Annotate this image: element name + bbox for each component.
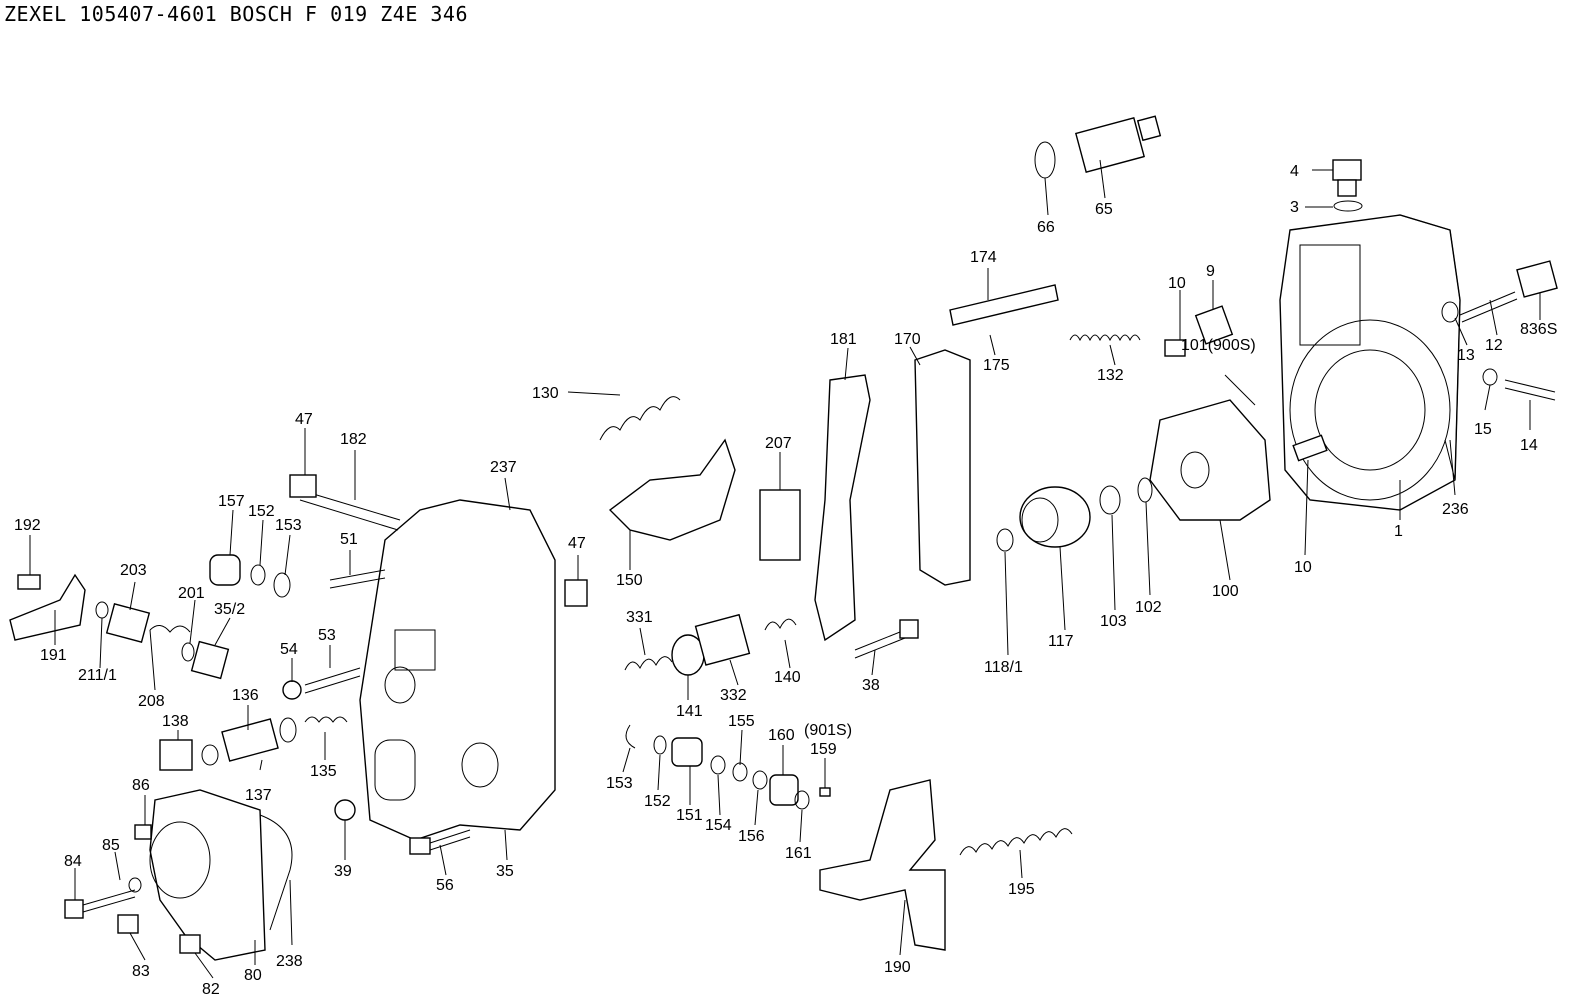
- callout-label: 82: [202, 981, 220, 998]
- callout-label: 53: [318, 627, 336, 644]
- callout-label: 10: [1294, 559, 1312, 576]
- callout-label: 160: [768, 727, 795, 744]
- callout-label: 84: [64, 853, 82, 870]
- callout-label: 150: [616, 572, 643, 589]
- callout-label: 152: [644, 793, 671, 810]
- callout-label: 65: [1095, 201, 1113, 218]
- callout-label: 138: [162, 713, 189, 730]
- callout-label: 135: [310, 763, 337, 780]
- callout-label: 15: [1474, 421, 1492, 438]
- callout-label: 161: [785, 845, 812, 862]
- callout-label: 238: [276, 953, 303, 970]
- callout-label: 154: [705, 817, 732, 834]
- callout-label: 191: [40, 647, 67, 664]
- callout-label: 207: [765, 435, 792, 452]
- callout-label: 3: [1290, 199, 1299, 216]
- callout-label: 236: [1442, 501, 1469, 518]
- callout-label: 237: [490, 459, 517, 476]
- parts-drawing: [9, 115, 1558, 961]
- callout-label: 39: [334, 863, 352, 880]
- callout-label: 85: [102, 837, 120, 854]
- callout-label: 118/1: [984, 659, 1023, 676]
- callout-label: 332: [720, 687, 747, 704]
- callout-label: 130: [532, 385, 559, 402]
- callout-label: 66: [1037, 219, 1055, 236]
- callout-label: 101(900S): [1181, 337, 1256, 354]
- callout-label: 201: [178, 585, 205, 602]
- callout-label: 195: [1008, 881, 1035, 898]
- callout-label: 35/2: [214, 601, 245, 618]
- callout-label: 83: [132, 963, 150, 980]
- leader-lines: [29, 159, 1541, 979]
- callout-label: 836S: [1520, 321, 1557, 338]
- callout-label: 100: [1212, 583, 1239, 600]
- callout-label: 1: [1394, 523, 1403, 540]
- callout-label: 155: [728, 713, 755, 730]
- callout-label: 208: [138, 693, 165, 710]
- callout-label: 14: [1520, 437, 1538, 454]
- callout-label: 51: [340, 531, 358, 548]
- callout-label: 10: [1168, 275, 1186, 292]
- callout-label: 159: [810, 741, 837, 758]
- callout-label: 80: [244, 967, 262, 984]
- callout-label: 170: [894, 331, 921, 348]
- callout-label: 9: [1206, 263, 1215, 280]
- callout-label: 102: [1135, 599, 1162, 616]
- callout-label: 211/1: [78, 667, 117, 684]
- callout-label: 192: [14, 517, 41, 534]
- callout-label: 157: [218, 493, 245, 510]
- callout-label: 12: [1485, 337, 1503, 354]
- callout-label: 4: [1290, 163, 1299, 180]
- callout-label: 103: [1100, 613, 1127, 630]
- callout-labels: 4 3 66 65 174 9 10 836S 12 13 101(900S) …: [14, 163, 1557, 998]
- callout-label: 331: [626, 609, 653, 626]
- callout-label: 203: [120, 562, 147, 579]
- callout-label: 153: [275, 517, 302, 534]
- callout-label: (901S): [804, 722, 852, 739]
- callout-label: 137: [245, 787, 272, 804]
- callout-label: 38: [862, 677, 880, 694]
- callout-label: 182: [340, 431, 367, 448]
- page-title: ZEXEL 105407-4601 BOSCH F 019 Z4E 346: [4, 2, 469, 26]
- callout-label: 132: [1097, 367, 1124, 384]
- callout-label: 86: [132, 777, 150, 794]
- callout-label: 140: [774, 669, 801, 686]
- callout-label: 175: [983, 357, 1010, 374]
- callout-label: 136: [232, 687, 259, 704]
- callout-label: 141: [676, 703, 703, 720]
- callout-label: 117: [1048, 633, 1074, 650]
- callout-label: 56: [436, 877, 454, 894]
- callout-label: 190: [884, 959, 911, 976]
- callout-label: 47: [295, 411, 313, 428]
- callout-label: 47: [568, 535, 586, 552]
- callout-label: 13: [1457, 347, 1475, 364]
- callout-label: 156: [738, 828, 765, 845]
- callout-label: 174: [970, 249, 997, 266]
- callout-label: 181: [830, 331, 857, 348]
- callout-label: 54: [280, 641, 298, 658]
- callout-label: 153: [606, 775, 633, 792]
- callout-label: 152: [248, 503, 275, 520]
- callout-label: 35: [496, 863, 514, 880]
- callout-label: 151: [676, 807, 703, 824]
